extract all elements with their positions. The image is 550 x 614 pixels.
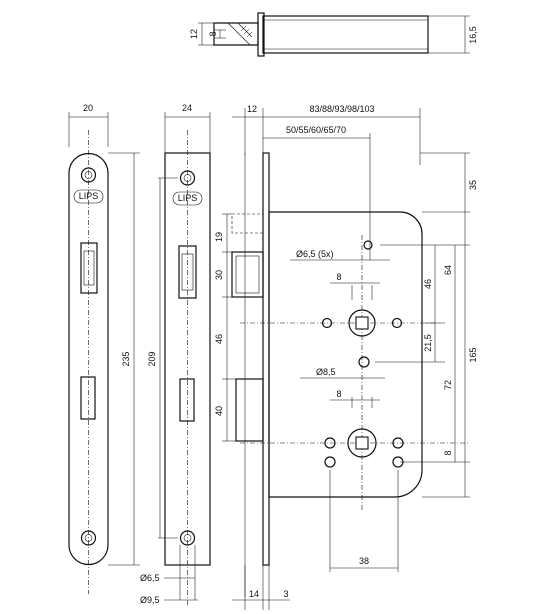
dim-case-depths: 83/88/93/98/103 (309, 104, 374, 114)
dim-165: 165 (468, 347, 478, 362)
dim-19: 19 (214, 232, 224, 242)
dim-8-b: 8 (336, 389, 341, 399)
dim-backsets: 50/55/60/65/70 (286, 125, 346, 135)
dim-38: 38 (359, 556, 369, 566)
dim-hole-6-5: Ø6,5 (140, 573, 160, 583)
dim-235: 235 (121, 351, 131, 366)
dim-faceplate-20: 20 (83, 103, 93, 113)
dim-30: 30 (214, 270, 224, 280)
dim-hole-6-5-5x: Ø6,5 (5x) (296, 249, 334, 259)
dim-209: 209 (147, 351, 157, 366)
dim-64: 64 (443, 265, 453, 275)
dim-bolt-8: 8 (208, 31, 218, 36)
dim-8-c: 8 (443, 450, 453, 455)
dim-bolt-16-5: 16,5 (468, 26, 478, 44)
dim-46-right: 46 (423, 279, 433, 289)
dim-hole-9-5: Ø9,5 (140, 595, 160, 605)
dim-46-left: 46 (214, 334, 224, 344)
dim-35: 35 (468, 180, 478, 190)
dim-40: 40 (214, 406, 224, 416)
dim-8-a: 8 (336, 272, 341, 282)
dim-faceplate-24: 24 (182, 103, 192, 113)
faceplate-20-front-view: 20 LIPS 235 (68, 103, 140, 594)
dim-21-5: 21,5 (423, 334, 433, 352)
dim-3: 3 (283, 589, 288, 599)
logo-lips-middle: LIPS (178, 193, 198, 203)
dim-bolt-12: 12 (189, 29, 199, 39)
bolt-top-view: 12 8 16,5 (189, 12, 478, 57)
dim-14: 14 (249, 589, 259, 599)
faceplate-24-front-view: 24 LIPS 209 Ø6,5 Ø9,5 (140, 103, 211, 605)
dim-hole-8-5: Ø8,5 (316, 367, 336, 377)
logo-lips-left: LIPS (79, 191, 99, 201)
lock-side-view: 12 83/88/93/98/103 50/55/60/65/70 19 30 … (214, 104, 478, 610)
dim-72: 72 (443, 380, 453, 390)
dim-offset-12: 12 (247, 104, 257, 114)
